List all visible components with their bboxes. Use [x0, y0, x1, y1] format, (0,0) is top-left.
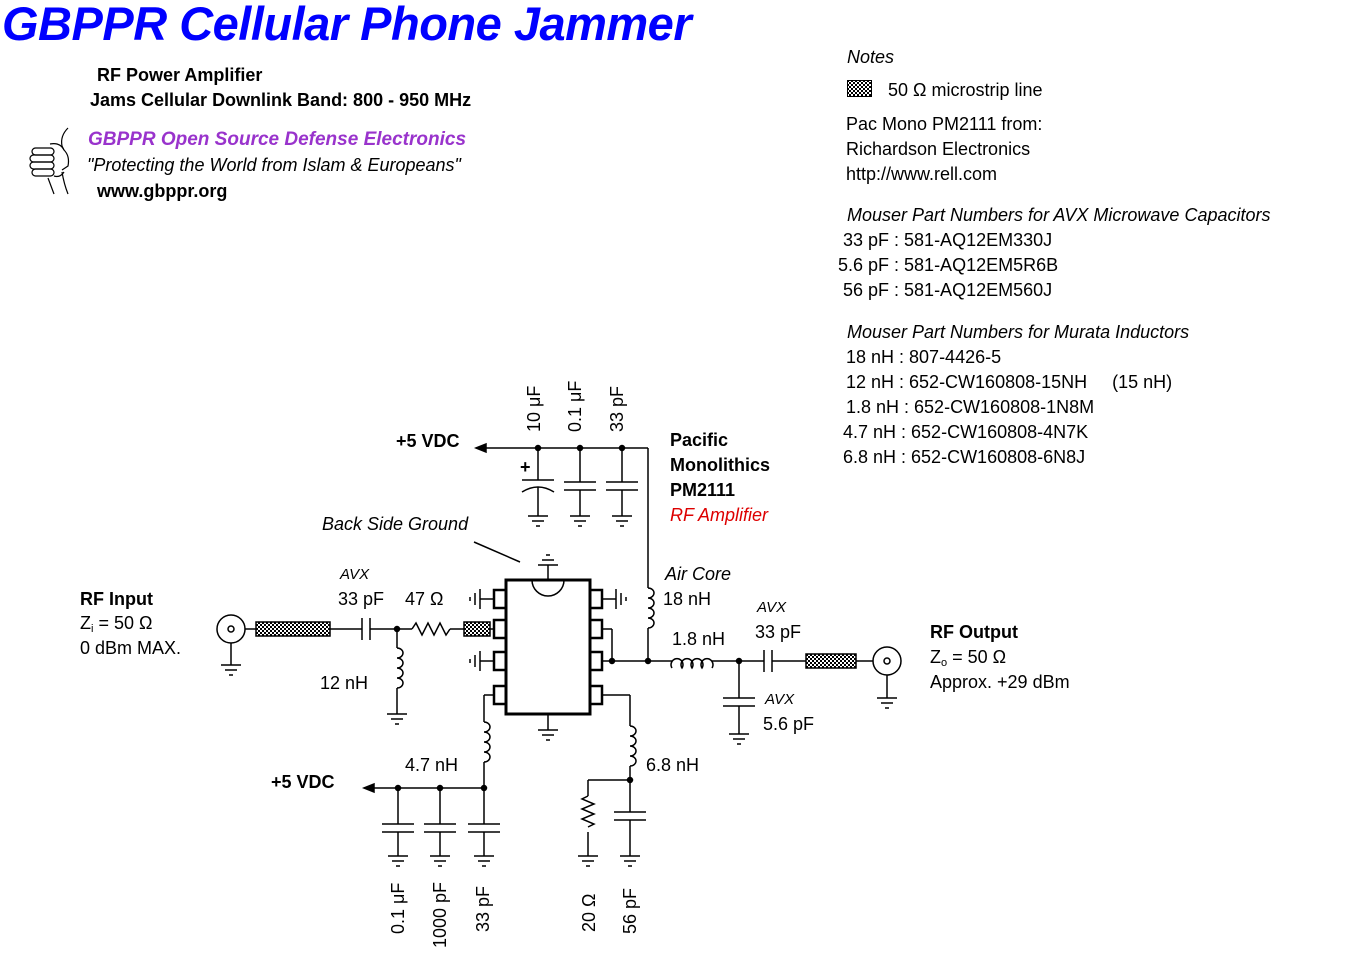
cap-label-33pf: 33 pF — [607, 385, 627, 432]
supply-label-bottom: +5 VDC — [271, 772, 335, 792]
microstrip-legend-icon — [847, 80, 872, 97]
notes-avx-heading: Mouser Part Numbers for AVX Microwave Ca… — [847, 205, 1271, 225]
notes-murata-part: 18 nH : 807-4426-5 — [846, 347, 1002, 367]
pm2111-chip — [504, 578, 592, 716]
cap-label-bottom-33pf: 33 pF — [473, 885, 493, 932]
subtitle-rf-power-amp: RF Power Amplifier — [97, 65, 263, 85]
thumbs-up-icon — [29, 127, 70, 195]
notes-murata-part: 1.8 nH : 652-CW160808-1N8M — [846, 397, 1095, 417]
inductor-1-8nh — [670, 658, 714, 670]
input-microstrip — [255, 621, 331, 637]
notes-murata-part: 6.8 nH : 652-CW160808-6N8J — [838, 447, 1086, 467]
cap-33pf-top — [606, 448, 638, 527]
page-title: GBPPR Cellular Phone Jammer — [2, 0, 692, 50]
res-47-label: 47 Ω — [405, 589, 444, 609]
back-ground-pointer — [473, 541, 521, 563]
cap-label-1000pf: 1000 pF — [430, 881, 450, 948]
rf-input-connector — [216, 614, 246, 644]
notes-supplier-1: Pac Mono PM2111 from: — [846, 114, 1043, 134]
avx-label-out: AVX — [757, 599, 787, 616]
chip-notch — [531, 579, 565, 597]
rf-output-label: RF Output — [930, 622, 1018, 642]
chip-label-3: PM2111 — [670, 480, 736, 500]
back-ground-label: Back Side Ground — [322, 514, 469, 534]
notes-supplier-2: Richardson Electronics — [846, 139, 1031, 159]
input-power: 0 dBm MAX. — [80, 638, 182, 658]
notes-microstrip: 50 Ω microstrip line — [888, 80, 1043, 100]
avx-label-shunt: AVX — [765, 691, 795, 708]
ind-4-7-label: 4.7 nH — [405, 755, 459, 775]
avx-label-in: AVX — [340, 566, 370, 583]
chip-label-1: Pacific — [670, 430, 729, 450]
notes-avx-part: 5.6 pF : 581-AQ12EM5R6B — [838, 255, 1059, 275]
cap-out-label: 33 pF — [755, 622, 802, 642]
org-name: GBPPR Open Source Defense Electronics — [88, 129, 467, 150]
res-20-label: 20 Ω — [579, 893, 599, 932]
output-power: Approx. +29 dBm — [930, 672, 1070, 692]
notes-murata-heading: Mouser Part Numbers for Murata Inductors — [847, 322, 1190, 342]
rf-output-connector — [872, 646, 902, 676]
rf-input-label: RF Input — [80, 589, 153, 609]
ind-1-8-label: 1.8 nH — [672, 629, 726, 649]
cap-0-1uf-top — [564, 448, 596, 527]
output-impedance: Zo = 50 Ω — [930, 647, 1007, 669]
cap-shunt-label: 5.6 pF — [763, 714, 815, 734]
top-supply-arrow — [473, 442, 487, 454]
resistor-20 — [580, 795, 596, 828]
inductor-6-8nh — [629, 725, 637, 767]
cap-label-bottom-0-1uf: 0.1 μF — [388, 882, 408, 934]
polarity-plus: + — [520, 457, 531, 477]
input-impedance: Zi = 50 Ω — [80, 613, 153, 635]
cap-10uf — [521, 448, 555, 527]
ind-6-8-label: 6.8 nH — [646, 755, 700, 775]
air-core-label: Air Core — [665, 564, 732, 584]
cap-label-0-1uf: 0.1 μF — [565, 380, 585, 432]
chip-label-4: RF Amplifier — [670, 505, 769, 525]
website-link[interactable]: www.gbppr.org — [97, 181, 228, 201]
notes-murata-part: 12 nH : 652-CW160808-15NH (15 nH) — [846, 372, 1173, 392]
subtitle-jam-band: Jams Cellular Downlink Band: 800 - 950 M… — [90, 90, 472, 110]
cap-label-10uf: 10 μF — [524, 385, 544, 432]
notes-supplier-3[interactable]: http://www.rell.com — [846, 164, 998, 184]
notes-avx-part: 56 pF : 581-AQ12EM560J — [838, 280, 1053, 300]
output-microstrip — [805, 653, 857, 669]
notes-murata-part: 4.7 nH : 652-CW160808-4N7K — [838, 422, 1089, 442]
notes-heading: Notes — [847, 47, 895, 67]
supply-label-top: +5 VDC — [396, 431, 460, 451]
ind-18-label: 18 nH — [663, 589, 712, 609]
inductor-12nh — [396, 647, 404, 689]
resistor-47 — [411, 621, 451, 637]
notes-avx-part: 33 pF : 581-AQ12EM330J — [838, 230, 1053, 250]
org-slogan: "Protecting the World from Islam & Europ… — [87, 155, 461, 175]
ind-12-label: 12 nH — [320, 673, 369, 693]
cap-in-label: 33 pF — [338, 589, 385, 609]
cap-56-label: 56 pF — [620, 887, 640, 934]
inductor-18nh — [647, 587, 655, 629]
chip-label-2: Monolithics — [670, 455, 770, 475]
inductor-4-7nh — [483, 721, 491, 763]
